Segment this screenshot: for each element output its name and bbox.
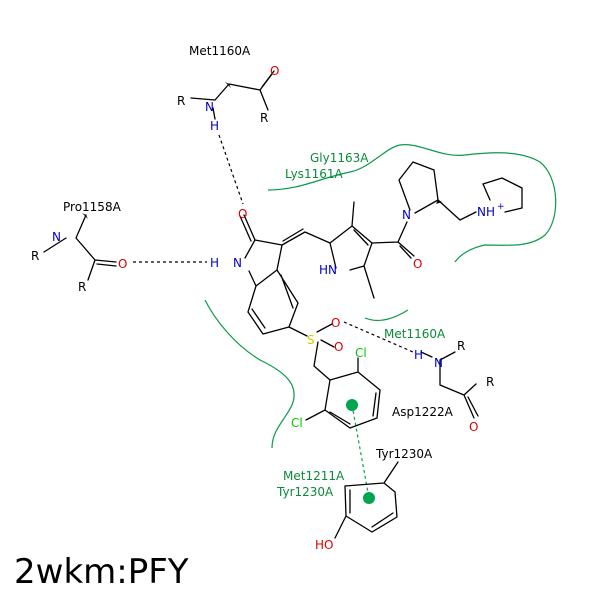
residue-label-met1211: Met1211A (283, 469, 345, 483)
atom-oxygen: O (238, 207, 247, 221)
atom-nitrogen: HN (319, 263, 337, 277)
atom-chlorine: Cl (355, 346, 367, 360)
atom-oxygen: O (413, 257, 422, 271)
atom-nitrogen: N (233, 256, 242, 270)
atom-oxygen: O (118, 257, 127, 271)
atom-r: R (486, 375, 494, 389)
residue-label-met1160-right: Met1160A (384, 327, 446, 341)
stereo-wedges (82, 82, 442, 219)
hydrophobic-curve-left (204, 299, 295, 449)
pi-center-tyrosine (363, 492, 375, 504)
residue-label-tyr1230-top: Tyr1230A (375, 447, 433, 461)
residue-label-asp1222: Asp1222A (392, 405, 454, 419)
atom-r: R (177, 94, 185, 108)
hydrophobic-contact-curves (204, 144, 557, 449)
residue-label-met1160-top: Met1160A (189, 44, 251, 58)
residue-label-tyr1230-green: Tyr1230A (276, 485, 334, 499)
atom-labels: R N H O R N R O R O H N HN O N NH + S O … (31, 64, 505, 552)
atom-oxygen: O (270, 64, 279, 78)
residue-labels: Met1160A Pro1158A Gly1163A Lys1161A Met1… (63, 44, 454, 499)
atom-r: R (457, 339, 465, 353)
hydrophobic-curve-top (267, 144, 557, 263)
residue-label-gly1163: Gly1163A (310, 151, 369, 165)
atom-hydrogen: H (414, 348, 423, 362)
atom-oxygen: O (469, 420, 478, 434)
hydrophobic-curve-right (364, 309, 409, 322)
hbond-met1160-top (218, 134, 244, 205)
wedge-met1160-top (225, 82, 231, 88)
atom-hydrogen: H (210, 256, 219, 270)
atom-hydroxyl: HO (315, 538, 333, 552)
atom-nitrogen: N (205, 100, 214, 114)
pi-stacking (346, 399, 375, 504)
atom-nitrogen: N (434, 356, 443, 370)
atom-r: R (260, 111, 268, 125)
molecule-bonds (43, 70, 523, 539)
hbond-met1160-right (343, 321, 414, 353)
wedge-pro1158 (82, 213, 88, 219)
atom-chlorine: Cl (291, 416, 303, 430)
atom-oxygen: O (334, 340, 343, 354)
atom-r: R (78, 280, 86, 294)
atom-oxygen: O (331, 316, 340, 330)
pi-stacking-line (351, 404, 370, 499)
wedge-pyrrolidine (436, 200, 442, 204)
atom-nitrogen: N (52, 230, 61, 244)
atom-hydrogen: H (210, 119, 219, 133)
atom-charge: + (497, 202, 505, 212)
residue-label-lys1161: Lys1161A (285, 167, 343, 181)
diagram-caption: 2wkm:PFY (14, 552, 189, 592)
atom-r: R (31, 249, 39, 263)
atom-nitrogen: NH (477, 205, 495, 219)
pi-center-dichlorophenyl (346, 399, 358, 411)
atom-sulfur: S (307, 333, 315, 347)
hydrogen-bonds (133, 134, 414, 353)
atom-nitrogen: N (402, 208, 411, 222)
residue-label-pro1158: Pro1158A (63, 200, 122, 214)
